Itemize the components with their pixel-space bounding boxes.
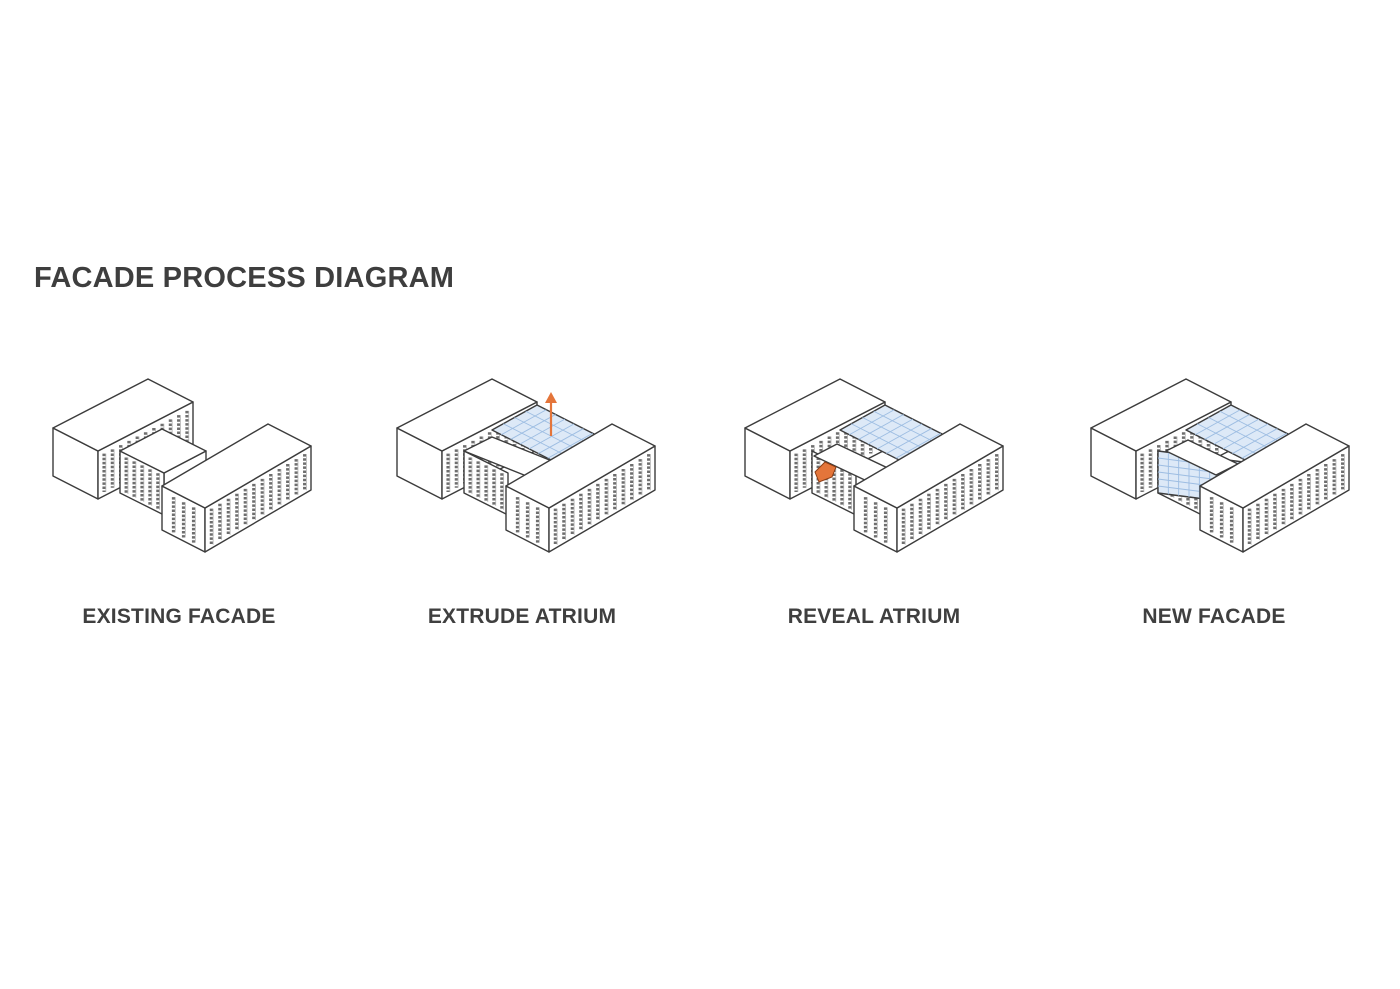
removed-panel-icon xyxy=(814,461,837,483)
step-extrude-atrium xyxy=(396,378,656,553)
caption-extrude-atrium: EXTRUDE ATRIUM xyxy=(427,605,617,628)
back-building-roof xyxy=(52,378,194,452)
front-building-roof xyxy=(853,423,1004,509)
step-reveal-atrium xyxy=(744,378,1004,553)
step-existing-facade xyxy=(52,378,312,553)
extrude-arrow-head-icon xyxy=(545,392,557,403)
caption-new-facade: NEW FACADE xyxy=(1142,605,1286,628)
front-building-roof xyxy=(1199,423,1350,509)
page-title: FACADE PROCESS DIAGRAM xyxy=(34,262,455,294)
back-building-roof xyxy=(396,378,538,452)
caption-existing-facade: EXISTING FACADE xyxy=(82,605,276,628)
front-building-roof xyxy=(505,423,656,509)
caption-reveal-atrium: REVEAL ATRIUM xyxy=(787,605,961,628)
connector-roof xyxy=(119,428,207,474)
back-building-roof xyxy=(1090,378,1232,452)
back-building-roof xyxy=(744,378,886,452)
front-building-roof xyxy=(161,423,312,509)
step-new-facade xyxy=(1090,378,1350,553)
